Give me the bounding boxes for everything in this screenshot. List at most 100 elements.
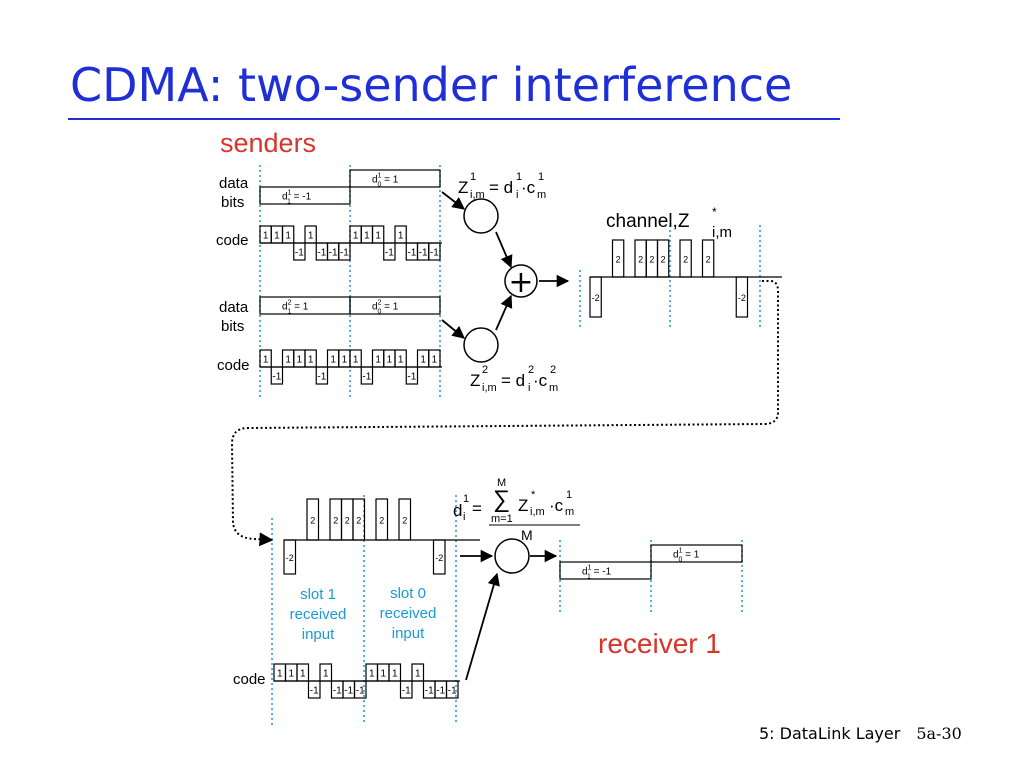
sender2-code-chip (428, 349, 441, 368)
slot1-label-line1: slot 1 (300, 586, 336, 603)
svg-text:m=1: m=1 (491, 513, 513, 525)
receiver-code-chip-label: 1 (288, 669, 294, 680)
sender2-data-bit (349, 296, 441, 315)
receiver-code-chip-label: 1 (392, 669, 398, 680)
slot-boundaries (259, 165, 761, 725)
receiver-code-chip-label: 1 (415, 669, 421, 680)
sender1-code-chip-label: 1 (274, 231, 280, 242)
divide-by-m-label: M (521, 527, 533, 543)
channel-signal-bar-label: 2 (706, 255, 711, 265)
footer-chapter: 5: DataLink Layer (759, 724, 901, 743)
received-signal-bar-label: 2 (356, 516, 361, 526)
receiver-code-chip-label: -1 (402, 686, 411, 697)
received-signal-bar-label: -2 (435, 553, 443, 563)
svg-text:·c: ·c (521, 178, 536, 197)
received-signal-bar-label: 2 (379, 516, 384, 526)
receiver-code-chip (353, 680, 367, 699)
received-signal-bar (432, 539, 446, 575)
sender1-code-chip-label: 1 (375, 231, 381, 242)
svg-text:1: 1 (538, 171, 544, 183)
svg-text:·c: ·c (549, 496, 564, 515)
sender2-code-label: code (217, 357, 250, 374)
sender2-code-chip (315, 366, 329, 385)
sender2-bits-label: bits (221, 318, 244, 335)
receiver-code-chip (399, 680, 413, 699)
multiplier-1-circle (463, 198, 499, 234)
channel-signal-bar (679, 239, 692, 278)
sender2-code-chip (405, 366, 419, 385)
sender1-code-chip-label: 1 (263, 231, 269, 242)
sender2-code-chip (394, 349, 407, 368)
channel-signal-bar (701, 239, 715, 278)
receiver-multiplier-circle (494, 538, 530, 574)
sender2-code-chip-label: 1 (432, 355, 438, 366)
sender1-code-chip-label: -1 (340, 248, 349, 259)
sender1-code-chip-label: -1 (329, 248, 338, 259)
received-signal-bar-label: 2 (310, 516, 315, 526)
sender1-code-chip-label: -1 (407, 248, 416, 259)
multiplier-2-circle (463, 327, 499, 363)
svg-text:i,m: i,m (470, 189, 485, 201)
sender2-data-label: data (219, 299, 249, 316)
sender2-code-chip-label: 1 (297, 355, 303, 366)
receiver-code-chip-label: 1 (380, 669, 386, 680)
receiver-code-chip-label: -1 (448, 686, 457, 697)
slot1-label-line3: input (302, 626, 335, 643)
sender1-code-chip-label: 1 (398, 231, 404, 242)
svg-text:2: 2 (482, 364, 488, 376)
channel-signal-bar (589, 276, 602, 318)
receiver-code-chip (296, 663, 310, 682)
sender2-code-chip (349, 349, 362, 368)
sender1-code-label: code (216, 232, 249, 249)
channel-signal-bar-label: 2 (638, 255, 643, 265)
received-signal-bar-label: 2 (402, 516, 407, 526)
svg-text:*: * (712, 205, 717, 219)
channel-signal-bar-label: -2 (738, 293, 746, 303)
sender1-code-chip-label: -1 (317, 248, 326, 259)
svg-text:M: M (497, 477, 506, 489)
title-underline (68, 118, 840, 120)
receiver-code-label: code (233, 671, 266, 688)
channel-signal-bar (611, 239, 625, 278)
receiver-code-chip (445, 680, 459, 699)
sender2-code-chip-label: 1 (342, 355, 348, 366)
receiver-code-chip (411, 663, 425, 682)
receiver-code-chip-label: 1 (369, 669, 375, 680)
channel-signal-bar-label: -2 (592, 293, 600, 303)
svg-text:=: = (472, 499, 482, 518)
receiver-code-chip-label: 1 (277, 669, 283, 680)
svg-text:2: 2 (528, 364, 534, 376)
sender2-code-chip-label: 1 (263, 355, 269, 366)
receiver-label: receiver 1 (598, 628, 721, 659)
sender2-code-chip (259, 349, 272, 368)
svg-text:channel,Z: channel,Z (606, 211, 690, 232)
sender1-code-chip (281, 225, 295, 244)
channel-label: channel,Z * i,m (606, 205, 732, 241)
svg-text:m: m (565, 506, 574, 518)
sender2-code-chip (270, 366, 284, 385)
sender1-code-chip-label: 1 (364, 231, 370, 242)
svg-text:1: 1 (463, 493, 469, 505)
received-signal-bar (398, 498, 412, 541)
svg-text:i: i (528, 382, 530, 394)
receiver-code-chip-label: 1 (323, 669, 329, 680)
sender1-code-chip-label: 1 (353, 231, 359, 242)
svg-text:·c: ·c (533, 371, 548, 390)
sender1-code-chip (293, 242, 306, 261)
svg-text:*: * (531, 489, 536, 501)
svg-text:1: 1 (566, 489, 572, 501)
sender1-code-chip (371, 225, 385, 244)
formula-z2: Z 2 i,m = d 2 i ·c 2 m (470, 364, 558, 394)
receiver-code-chip-label: -1 (425, 686, 434, 697)
sender1-code-chip-label: 1 (285, 231, 291, 242)
sender1-code-chip (428, 242, 441, 261)
sender1-code-chip (338, 242, 351, 261)
sender1-bits-label: bits (221, 194, 244, 211)
received-signal-bar (283, 539, 297, 575)
received-signal-bar (375, 498, 389, 541)
svg-text:i: i (463, 511, 465, 523)
